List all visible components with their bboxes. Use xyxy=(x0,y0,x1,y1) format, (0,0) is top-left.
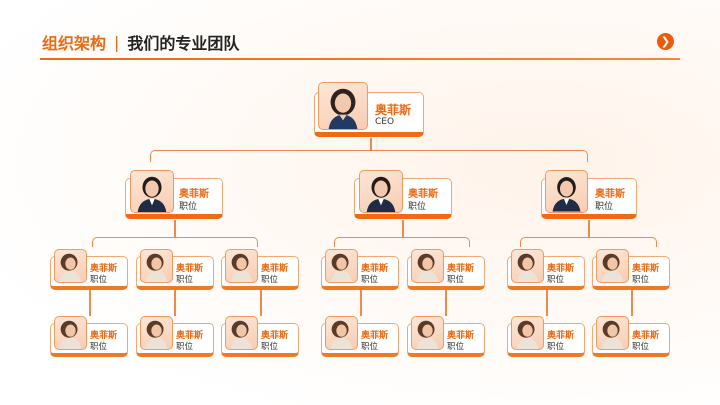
connector xyxy=(402,220,404,237)
person-portrait-icon xyxy=(366,176,396,212)
org-card-staff[interactable]: 奥菲斯 职位 xyxy=(221,256,299,290)
avatar-staff xyxy=(225,316,258,350)
connector-bracket xyxy=(520,237,657,247)
connector xyxy=(174,290,176,316)
person-portrait-icon xyxy=(145,320,168,349)
connector xyxy=(370,138,372,150)
staff-role: 职位 xyxy=(261,342,279,352)
ceo-role: CEO xyxy=(375,117,395,127)
avatar-staff xyxy=(140,316,173,350)
connector xyxy=(260,290,262,316)
staff-role: 职位 xyxy=(447,342,465,352)
page-title: 组织架构 | 我们的专业团队 xyxy=(42,30,239,54)
manager-role: 职位 xyxy=(408,202,427,212)
staff-role: 职位 xyxy=(547,275,565,285)
staff-name: 奥菲斯 xyxy=(176,264,204,274)
person-portrait-icon xyxy=(416,253,439,282)
title-sub: 我们的专业团队 xyxy=(127,34,240,53)
person-portrait-icon xyxy=(516,320,539,349)
staff-role: 职位 xyxy=(547,342,565,352)
avatar-manager xyxy=(130,170,174,213)
person-portrait-icon xyxy=(137,176,167,212)
avatar-staff xyxy=(411,316,444,350)
avatar-ceo xyxy=(318,82,368,130)
avatar-staff xyxy=(325,316,358,350)
staff-role: 职位 xyxy=(361,275,379,285)
staff-role: 职位 xyxy=(447,275,465,285)
connector xyxy=(631,290,633,316)
manager-role: 职位 xyxy=(179,202,198,212)
staff-role: 职位 xyxy=(90,342,108,352)
staff-name: 奥菲斯 xyxy=(632,264,660,274)
chevron-right-icon: ❯ xyxy=(660,35,671,48)
staff-name: 奥菲斯 xyxy=(261,264,289,274)
person-portrait-icon xyxy=(552,177,581,212)
person-portrait-icon xyxy=(601,320,624,349)
connector-bracket xyxy=(334,237,470,247)
connector xyxy=(89,290,91,316)
connector xyxy=(174,220,176,237)
staff-role: 职位 xyxy=(632,275,650,285)
manager-role: 职位 xyxy=(595,202,614,212)
staff-name: 奥菲斯 xyxy=(90,264,118,274)
staff-name: 奥菲斯 xyxy=(447,331,475,341)
person-portrait-icon xyxy=(601,253,624,282)
connector xyxy=(546,290,548,316)
staff-name: 奥菲斯 xyxy=(361,264,389,274)
manager-name: 奥菲斯 xyxy=(408,189,438,200)
staff-name: 奥菲斯 xyxy=(632,331,660,341)
manager-name: 奥菲斯 xyxy=(179,189,209,200)
avatar-staff xyxy=(54,316,87,350)
person-portrait-icon xyxy=(328,88,358,129)
staff-name: 奥菲斯 xyxy=(90,331,118,341)
staff-name: 奥菲斯 xyxy=(261,331,289,341)
avatar-staff xyxy=(225,249,258,283)
avatar-staff xyxy=(54,249,87,283)
staff-name: 奥菲斯 xyxy=(361,331,389,341)
staff-role: 职位 xyxy=(261,275,279,285)
title-underline xyxy=(40,58,680,60)
staff-role: 职位 xyxy=(176,275,194,285)
staff-name: 奥菲斯 xyxy=(547,264,575,274)
person-portrait-icon xyxy=(230,253,253,282)
person-portrait-icon xyxy=(230,320,253,349)
next-button[interactable]: ❯ xyxy=(657,33,674,50)
staff-role: 职位 xyxy=(632,342,650,352)
staff-role: 职位 xyxy=(361,342,379,352)
connector xyxy=(360,290,362,316)
connector xyxy=(445,290,447,316)
avatar-staff xyxy=(511,316,544,350)
staff-role: 职位 xyxy=(176,342,194,352)
title-main: 组织架构 xyxy=(42,34,107,53)
person-portrait-icon xyxy=(145,253,168,282)
staff-name: 奥菲斯 xyxy=(547,331,575,341)
connector xyxy=(588,220,590,237)
person-portrait-icon xyxy=(416,320,439,349)
manager-name: 奥菲斯 xyxy=(595,189,625,200)
ceo-name: 奥菲斯 xyxy=(375,103,412,117)
person-portrait-icon xyxy=(59,320,82,349)
connector-bracket xyxy=(150,150,588,162)
title-separator: | xyxy=(114,32,120,52)
person-portrait-icon xyxy=(59,253,82,282)
person-portrait-icon xyxy=(516,253,539,282)
avatar-staff xyxy=(325,249,358,283)
staff-name: 奥菲斯 xyxy=(176,331,204,341)
person-portrait-icon xyxy=(330,320,353,349)
avatar-staff xyxy=(596,249,629,283)
connector-bracket xyxy=(92,237,258,247)
staff-role: 职位 xyxy=(90,275,108,285)
avatar-manager xyxy=(545,170,588,213)
avatar-staff xyxy=(140,249,173,283)
avatar-manager xyxy=(359,170,403,213)
avatar-staff xyxy=(411,249,444,283)
avatar-staff xyxy=(511,249,544,283)
person-portrait-icon xyxy=(330,253,353,282)
avatar-staff xyxy=(596,316,629,350)
staff-name: 奥菲斯 xyxy=(447,264,475,274)
